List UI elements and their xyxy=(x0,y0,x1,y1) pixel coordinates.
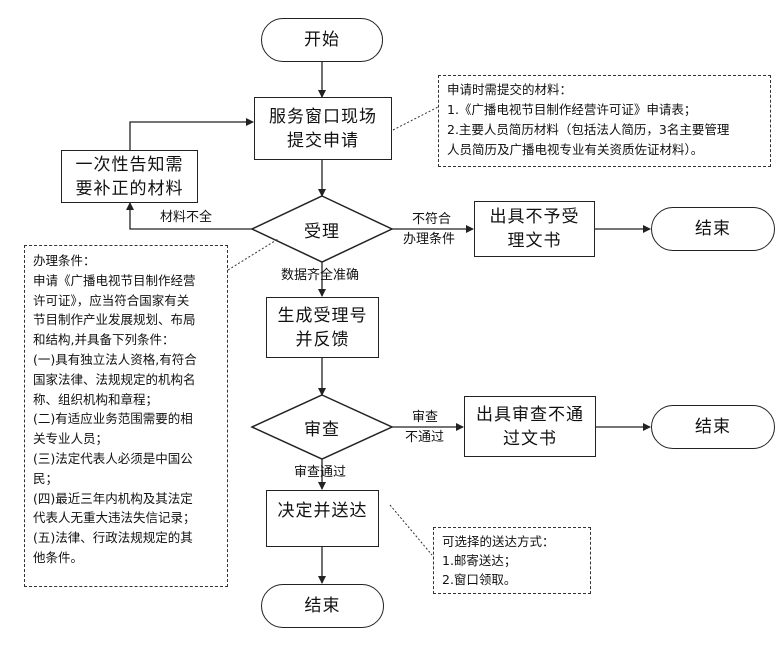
accept-diamond xyxy=(250,195,394,263)
end-reject-node: 结束 xyxy=(651,207,775,251)
conditions-note: 办理条件： 申请《广播电视节目制作经营 许可证》，应当符合国家有关 节目制作产业… xyxy=(24,245,228,587)
conditions-note-line: 和结构,并具备下列条件： xyxy=(33,332,175,348)
end-review-node: 结束 xyxy=(651,405,775,449)
decide-node: 决定并送达 xyxy=(266,490,379,547)
arrow-accept-to-correction xyxy=(126,202,252,230)
conditions-note-line: 关专业人员； xyxy=(33,431,109,447)
delivery-note-line: 可选择的送达方式： xyxy=(442,534,555,549)
review-label: 审查 xyxy=(304,420,340,440)
leader-materials xyxy=(392,106,439,131)
delivery-note-line: 1.邮寄送达； xyxy=(442,553,517,568)
conditions-note-line: (三)法定代表人必须是中国公 xyxy=(33,450,193,466)
conditions-note-line: 他条件。 xyxy=(33,549,84,565)
review-fail-doc-label-line2: 过文书 xyxy=(503,428,557,449)
submit-node: 服务窗口现场 提交申请 xyxy=(254,97,392,160)
edge-label-not-eligible-line2: 办理条件 xyxy=(403,232,456,247)
generate-node: 生成受理号 并反馈 xyxy=(266,297,379,358)
generate-label-line2: 并反馈 xyxy=(295,329,350,350)
materials-note-line: 1.《广播电视节目制作经营许可证》申请表； xyxy=(447,102,697,117)
conditions-note-line: 代表人无重大违法失信记录； xyxy=(33,510,196,526)
correction-node: 一次性告知需 要补正的材料 xyxy=(61,150,198,203)
end-reject-label: 结束 xyxy=(695,219,731,239)
materials-note: 申请时需提交的材料： 1.《广播电视节目制作经营许可证》申请表； 2.主要人员简… xyxy=(438,75,771,167)
leader-delivery xyxy=(389,504,433,556)
end-final-label: 结束 xyxy=(304,596,341,616)
conditions-note-line: (一)具有独立法人资格,有符合 xyxy=(33,351,197,367)
materials-note-line: 申请时需提交的材料： xyxy=(447,82,573,97)
end-review-label: 结束 xyxy=(695,417,731,437)
correction-label-line2: 要补正的材料 xyxy=(75,178,184,199)
conditions-note-line: 申请《广播电视节目制作经营 xyxy=(33,272,196,288)
conditions-note-line: (四)最近三年内机构及其法定 xyxy=(33,490,193,506)
leader-conditions xyxy=(227,238,279,271)
review-fail-doc-node: 出具审查不通 过文书 xyxy=(464,396,596,457)
conditions-note-line: (二)有适应业务范围需要的相 xyxy=(33,411,193,427)
conditions-note-line: (五)法律、行政法规规定的其 xyxy=(33,530,193,546)
edge-label-review-fail-line1: 审查 xyxy=(412,410,439,425)
reject-doc-node: 出具不予受 理文书 xyxy=(474,201,595,257)
start-node: 开始 xyxy=(261,18,383,62)
correction-label-line1: 一次性告知需 xyxy=(75,154,184,175)
submit-label-line2: 提交申请 xyxy=(287,130,359,151)
delivery-note: 可选择的送达方式： 1.邮寄送达； 2.窗口领取。 xyxy=(433,527,591,594)
review-fail-doc-label-line1: 出具审查不通 xyxy=(476,404,584,425)
end-final-node: 结束 xyxy=(261,584,384,628)
conditions-note-line: 国家法律、法规规定的机构名 xyxy=(33,371,196,387)
edge-label-review-pass: 审查通过 xyxy=(294,465,347,480)
conditions-note-line: 节目制作产业发展规划、布局 xyxy=(33,312,196,328)
edge-label-not-eligible-line1: 不符合 xyxy=(412,212,452,227)
conditions-note-line: 民； xyxy=(33,470,59,486)
edge-label-complete: 数据齐全准确 xyxy=(281,268,360,283)
edge-label-review-fail-line2: 不通过 xyxy=(405,430,445,445)
submit-label-line1: 服务窗口现场 xyxy=(269,106,377,127)
start-label: 开始 xyxy=(304,30,340,50)
reject-doc-label-line2: 理文书 xyxy=(507,231,562,251)
arrow-correction-to-submit xyxy=(129,118,254,150)
materials-note-line: 2.主要人员简历材料（包括法人简历，3名主要管理 xyxy=(447,122,730,137)
conditions-note-line: 办理条件： xyxy=(33,253,96,268)
materials-note-line: 人员简历及广播电视专业有关资质佐证材料）。 xyxy=(447,142,704,157)
decide-label: 决定并送达 xyxy=(277,501,368,521)
edge-label-incomplete: 材料不全 xyxy=(160,210,213,225)
generate-label-line1: 生成受理号 xyxy=(277,305,368,326)
reject-doc-label-line1: 出具不予受 xyxy=(489,207,580,227)
delivery-note-line: 2.窗口领取。 xyxy=(442,572,517,587)
conditions-note-line: 称、组织机构和章程； xyxy=(33,391,159,407)
review-diamond xyxy=(250,394,394,460)
conditions-note-line: 许可证》，应当符合国家有关 xyxy=(33,292,190,308)
accept-label: 受理 xyxy=(304,222,340,242)
